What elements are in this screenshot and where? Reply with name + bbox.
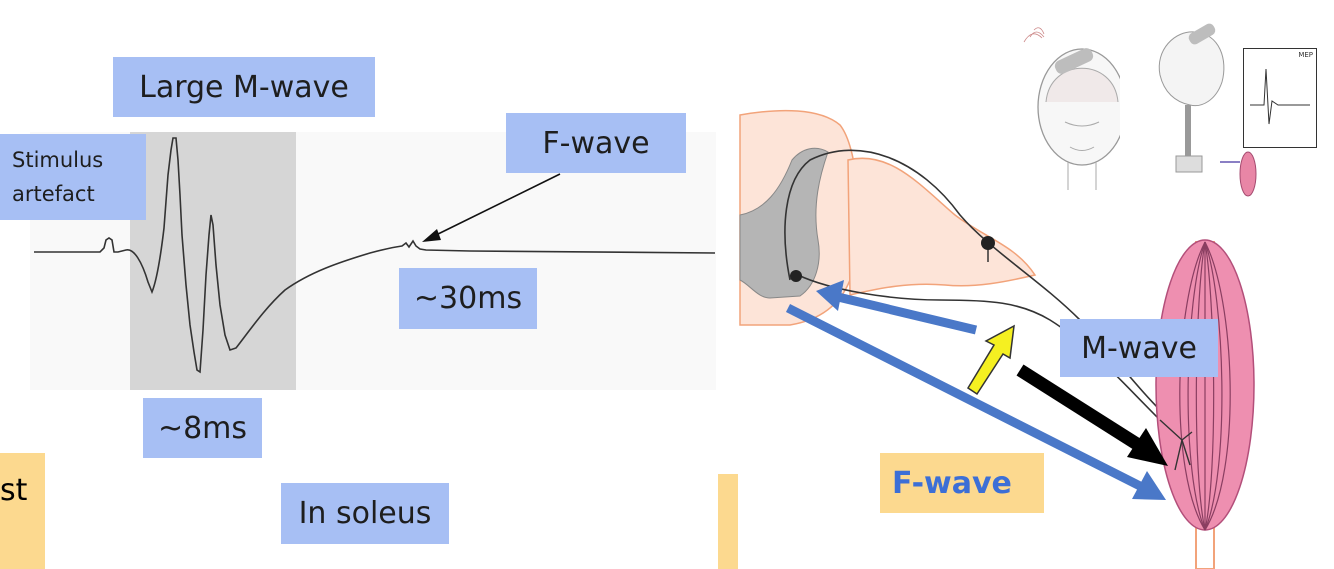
emg-trace bbox=[34, 137, 716, 374]
mwave-diagram-label: M-wave bbox=[1060, 319, 1218, 377]
fwave-diagram-label: F-wave bbox=[880, 453, 1044, 513]
emg-trace-figure bbox=[34, 132, 716, 390]
black-arrow-orthodromic bbox=[1016, 364, 1168, 466]
mep-trace bbox=[1250, 68, 1310, 125]
ganglion-cell-body bbox=[981, 236, 995, 250]
orange-divider-strip bbox=[718, 474, 738, 569]
muscle-label: In soleus bbox=[281, 483, 449, 544]
mwave-diagram-label-text: M-wave bbox=[1081, 330, 1197, 366]
stimulus-artefact-label-text: Stimulus artefact bbox=[12, 148, 104, 206]
fwave-callout-label-text: F-wave bbox=[542, 125, 650, 161]
mep-inset-label: MEP bbox=[1298, 51, 1313, 59]
muscle-label-text: In soleus bbox=[298, 496, 432, 531]
mwave-latency-text: ~8ms bbox=[157, 410, 248, 446]
dorsal-root bbox=[847, 157, 1037, 296]
tms-head-illustration bbox=[1023, 27, 1120, 190]
cut-off-orange-text: st bbox=[0, 473, 28, 508]
blue-arrow-antidromic bbox=[816, 280, 978, 335]
brain-spinal-illustration bbox=[1158, 23, 1225, 173]
mwave-window-shading bbox=[130, 132, 296, 390]
yellow-stimulus-arrow bbox=[966, 324, 1015, 396]
muscle-inset-mini bbox=[1220, 151, 1257, 197]
fwave-pointer-line bbox=[433, 173, 561, 237]
large-mwave-label-text: Large M-wave bbox=[139, 69, 349, 105]
fwave-callout-label: F-wave bbox=[506, 113, 686, 173]
mep-inset: MEP bbox=[1243, 48, 1317, 148]
spinal-grey-matter bbox=[739, 147, 829, 299]
emg-trace-panel: Large M-wave Stimulus artefact F-wave ~3… bbox=[0, 57, 716, 569]
mwave-latency-label: ~8ms bbox=[143, 398, 262, 458]
motor-neuron-body bbox=[790, 270, 802, 282]
fwave-diagram-label-text: F-wave bbox=[892, 465, 1012, 501]
blue-arrow-fwave-return bbox=[785, 303, 1166, 500]
fwave-latency-label: ~30ms bbox=[399, 268, 537, 329]
nerve-terminal bbox=[1159, 419, 1193, 471]
cut-off-orange-box: st bbox=[0, 453, 45, 569]
neural-pathway-figure bbox=[739, 109, 1255, 569]
fwave-pointer-arrowhead bbox=[422, 229, 441, 242]
muscle-fibres bbox=[1179, 241, 1231, 531]
fwave-latency-text: ~30ms bbox=[413, 281, 523, 316]
stimulus-artefact-label: Stimulus artefact bbox=[0, 134, 146, 220]
neural-pathway-panel: MEP M-wave F-wave bbox=[720, 0, 1334, 569]
large-mwave-label: Large M-wave bbox=[113, 57, 375, 117]
